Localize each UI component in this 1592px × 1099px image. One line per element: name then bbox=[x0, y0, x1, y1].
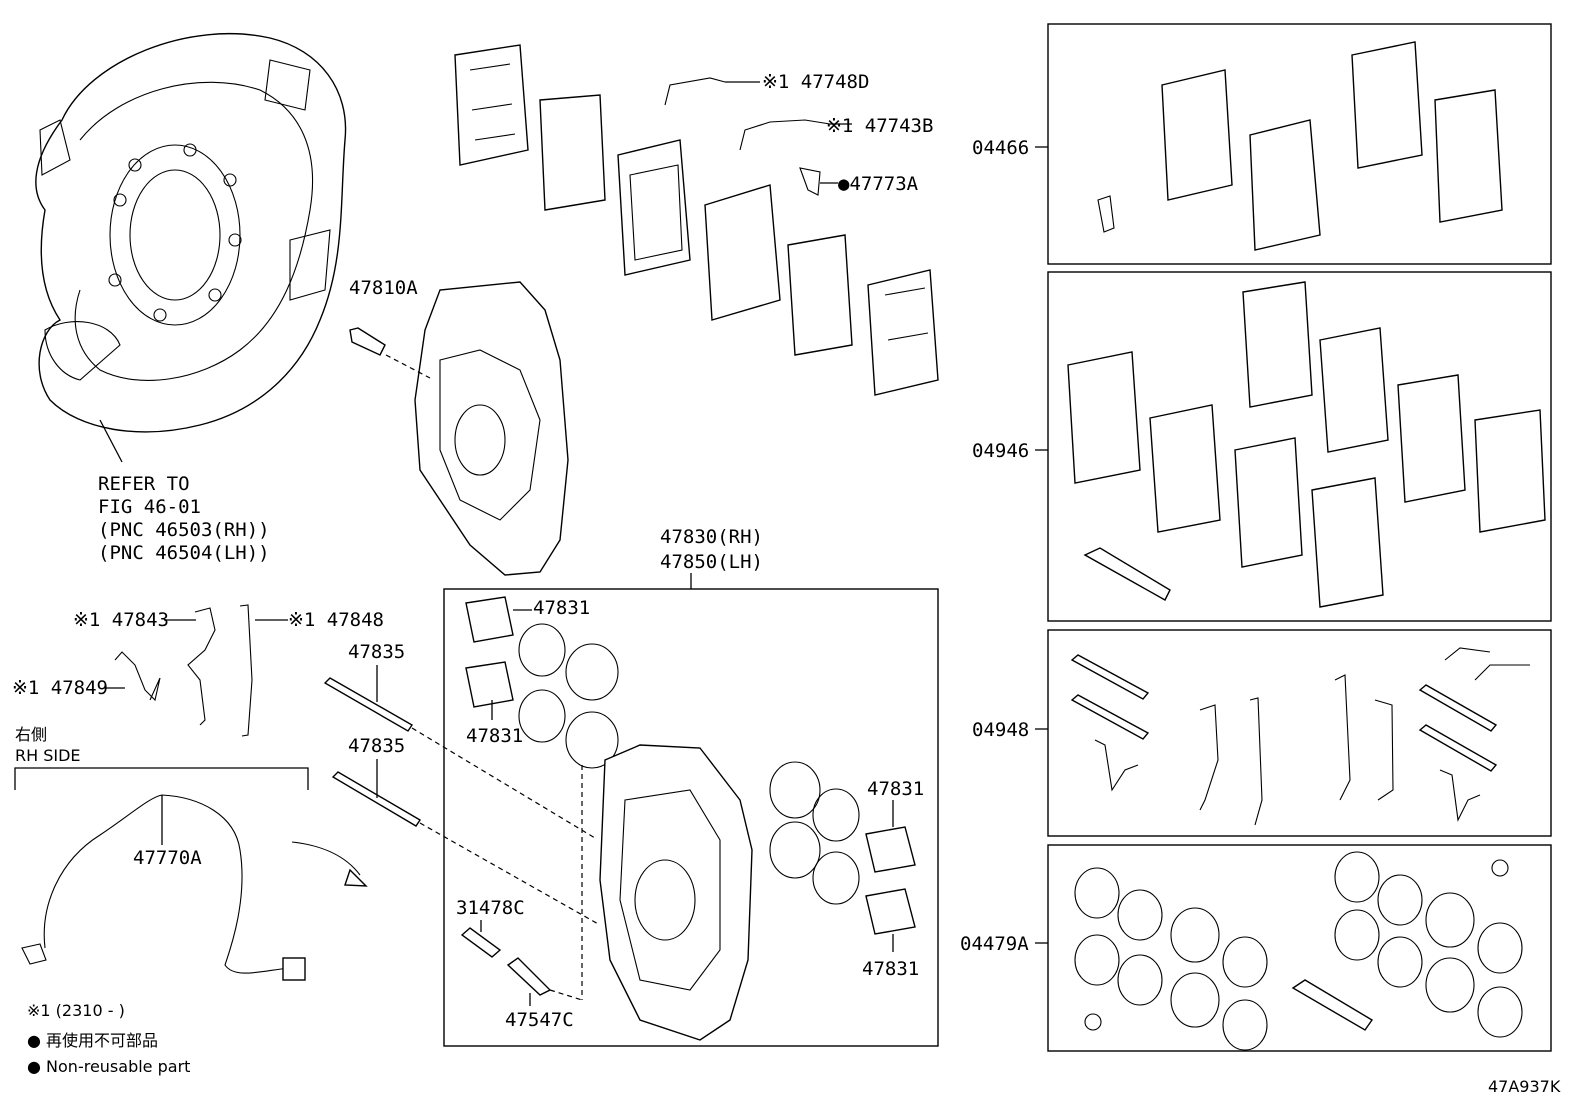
label-47547c: 47547C bbox=[505, 1009, 574, 1031]
kit-label-04948: 04948 bbox=[972, 719, 1029, 741]
assy-seals-pistons bbox=[460, 596, 916, 1041]
note-non-reusable-en: ● Non-reusable part bbox=[27, 1057, 190, 1076]
kit-box-04466 bbox=[1047, 23, 1552, 265]
note-range: ※1 (2310 - ) bbox=[27, 1001, 125, 1020]
refer-line-4: (PNC 46504(LH)) bbox=[98, 542, 270, 564]
figure-id: 47A937K bbox=[1488, 1077, 1561, 1096]
kit-label-04479a: 04479A bbox=[960, 933, 1029, 955]
kit-label-04946: 04946 bbox=[972, 440, 1029, 462]
refer-line-1: REFER TO bbox=[98, 473, 190, 495]
refer-line-2: FIG 46-01 bbox=[98, 496, 201, 518]
kit-box-04948 bbox=[1047, 629, 1552, 837]
kit-box-04479a bbox=[1047, 844, 1552, 1052]
label-47835-a: 47835 bbox=[348, 641, 405, 663]
label-47843: ※1 47843 bbox=[73, 609, 169, 631]
left-clips bbox=[114, 604, 253, 737]
label-47831-d: 47831 bbox=[862, 958, 919, 980]
label-47848: ※1 47848 bbox=[288, 609, 384, 631]
label-47835-b: 47835 bbox=[348, 735, 405, 757]
side-label-jp: 右側 bbox=[15, 725, 47, 744]
dust-shield bbox=[35, 33, 347, 463]
label-47831-c: 47831 bbox=[867, 778, 924, 800]
label-47810a: 47810A bbox=[349, 277, 418, 299]
label-47831-b: 47831 bbox=[466, 725, 523, 747]
note-non-reusable-jp: ● 再使用不可部品 bbox=[27, 1031, 158, 1050]
label-47748d: ※1 47748D bbox=[762, 71, 869, 93]
label-31478c: 31478C bbox=[456, 897, 525, 919]
kit-04466-parts bbox=[1097, 41, 1503, 251]
slide-pins bbox=[323, 665, 601, 926]
label-assy-rh: 47830(RH) bbox=[660, 526, 763, 548]
label-assy-lh: 47850(LH) bbox=[660, 551, 763, 573]
refer-line-3: (PNC 46503(RH)) bbox=[98, 519, 270, 541]
upper-caliper bbox=[349, 281, 569, 576]
kit-label-04466: 04466 bbox=[972, 137, 1029, 159]
kit-04946-parts bbox=[1067, 281, 1546, 608]
speed-sensor bbox=[14, 767, 368, 981]
kit-04479a-parts bbox=[1074, 851, 1523, 1051]
label-47831-a: 47831 bbox=[533, 597, 590, 619]
label-47743b: ※1 47743B bbox=[826, 115, 933, 137]
label-47849: ※1 47849 bbox=[12, 677, 108, 699]
kit-box-04946 bbox=[1047, 271, 1552, 622]
label-47773a: ●47773A bbox=[838, 173, 919, 195]
label-47770a: 47770A bbox=[133, 847, 202, 869]
top-pad-shims bbox=[454, 44, 939, 396]
kit-04948-parts bbox=[1070, 647, 1530, 826]
side-label-en: RH SIDE bbox=[15, 746, 81, 765]
